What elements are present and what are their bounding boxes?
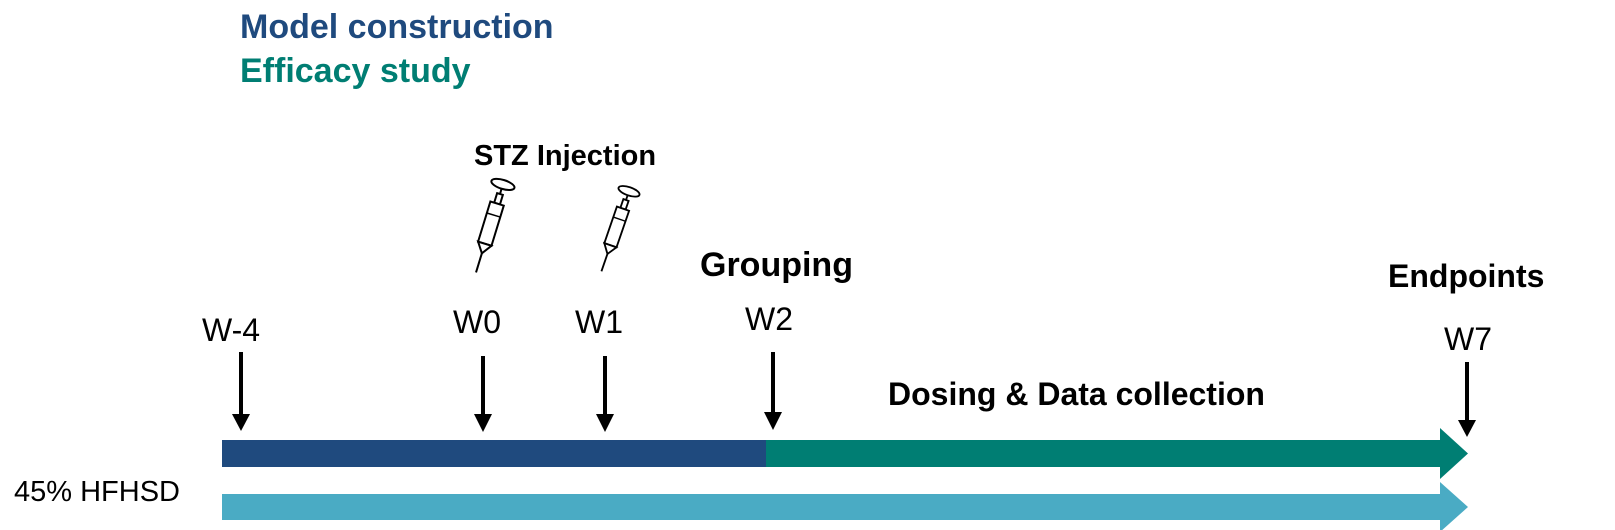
week-label-w-minus-4: W-4	[202, 312, 261, 348]
dosing-data-collection-label: Dosing & Data collection	[888, 376, 1265, 412]
grouping-label: Grouping	[700, 246, 853, 284]
legend-model-construction: Model construction	[240, 8, 554, 46]
down-arrow-icon	[596, 356, 614, 432]
down-arrow-icon	[474, 356, 492, 432]
down-arrow-icon	[764, 352, 782, 430]
diet-label: 45% HFHSD	[14, 476, 180, 508]
week-label-w1: W1	[575, 304, 623, 340]
endpoints-label: Endpoints	[1388, 258, 1545, 294]
week-label-w7: W7	[1444, 321, 1492, 357]
legend-efficacy-study: Efficacy study	[240, 52, 471, 90]
syringe-icon	[590, 182, 642, 276]
down-arrow-icon	[1458, 362, 1476, 437]
down-arrow-icon	[232, 352, 250, 431]
week-label-w0: W0	[453, 304, 501, 340]
week-label-w2: W2	[745, 301, 793, 337]
model-construction-bar	[222, 440, 766, 467]
stz-injection-label: STZ Injection	[474, 140, 657, 172]
diet-bar-arrow	[222, 482, 1468, 530]
efficacy-study-bar	[762, 428, 1468, 479]
syringe-icon	[463, 175, 517, 277]
